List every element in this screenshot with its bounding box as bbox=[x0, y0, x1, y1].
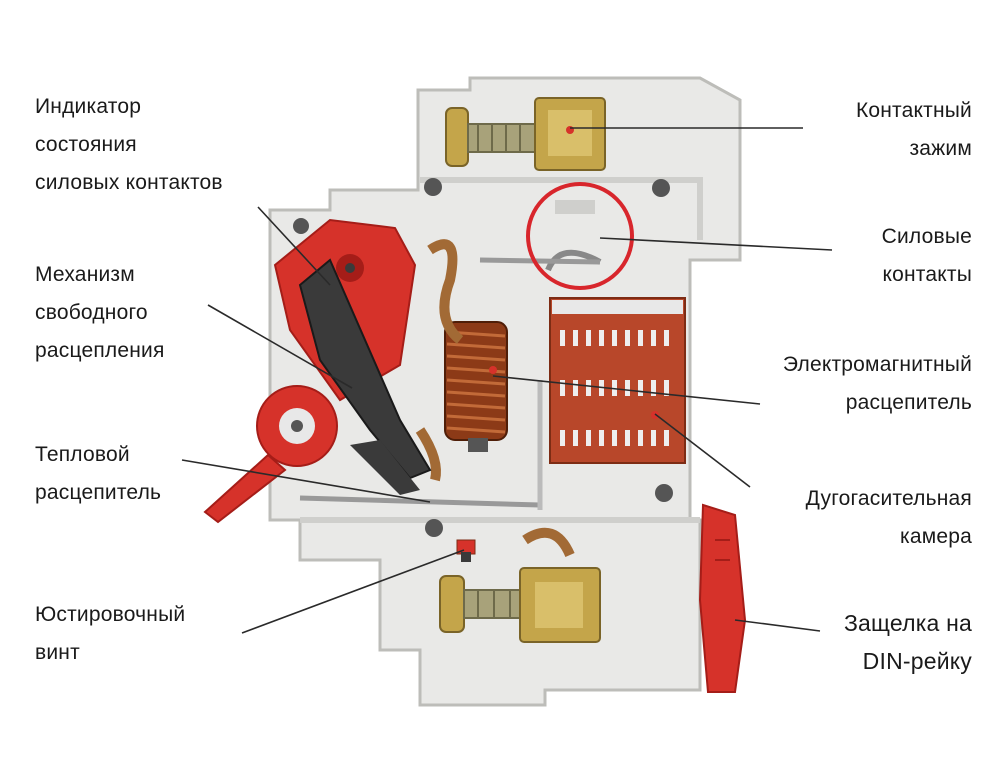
chamber-slot bbox=[586, 430, 591, 446]
top-contact-clamp bbox=[534, 97, 606, 171]
coil-turn bbox=[446, 390, 506, 398]
leader-free-release bbox=[207, 304, 353, 389]
leader-power-contacts bbox=[599, 237, 833, 251]
bottom-terminal-screw bbox=[439, 575, 525, 633]
chamber-slot bbox=[651, 430, 656, 446]
label-status-indicator: Индикатор состояния силовых контактов bbox=[35, 95, 223, 194]
leader-lines bbox=[181, 127, 833, 634]
coil-turn bbox=[446, 342, 506, 350]
leader-em-release bbox=[492, 375, 761, 405]
free-release-mechanism bbox=[298, 258, 432, 495]
chamber-slot bbox=[599, 330, 604, 346]
label-contact-clamp: Контактный зажим bbox=[855, 99, 972, 160]
leader-thermal-release bbox=[181, 459, 431, 503]
leader-din-latch bbox=[734, 619, 821, 632]
lower-red-handle bbox=[203, 385, 338, 524]
leader-arc-chamber bbox=[654, 413, 751, 488]
chamber-slot bbox=[638, 380, 643, 396]
label-power-contacts: Силовые контакты bbox=[881, 225, 972, 286]
chamber-slot bbox=[573, 380, 578, 396]
chamber-slot bbox=[664, 330, 669, 346]
chamber-slot bbox=[625, 330, 630, 346]
chamber-slot bbox=[573, 330, 578, 346]
label-thermal-release: Тепловой расцепитель bbox=[35, 443, 162, 504]
electromagnetic-coil bbox=[444, 321, 508, 452]
coil-turn bbox=[446, 402, 506, 410]
arc-extinguishing-chamber bbox=[549, 297, 686, 464]
chamber-slot bbox=[612, 430, 617, 446]
chamber-slot bbox=[586, 380, 591, 396]
power-contacts bbox=[479, 182, 634, 290]
coil-turn bbox=[446, 354, 506, 362]
chamber-slot bbox=[651, 330, 656, 346]
bottom-contact-clamp bbox=[519, 567, 601, 643]
chamber-slot bbox=[560, 380, 565, 396]
top-terminal-screw bbox=[445, 107, 539, 167]
chamber-slot bbox=[651, 380, 656, 396]
chamber-slot bbox=[599, 430, 604, 446]
coil-turn bbox=[446, 426, 506, 434]
coil-turn bbox=[446, 414, 506, 422]
chamber-slot bbox=[638, 330, 643, 346]
chamber-slot bbox=[664, 430, 669, 446]
label-din-latch: Защелка на DIN-рейку bbox=[843, 610, 972, 674]
chamber-slot bbox=[638, 430, 643, 446]
chamber-slot bbox=[560, 330, 565, 346]
thermal-release-bimetal bbox=[299, 380, 543, 510]
chamber-slot bbox=[586, 330, 591, 346]
leader-status-indicator bbox=[257, 206, 331, 286]
din-rail-latch bbox=[698, 503, 747, 693]
label-adjust-screw: Юстировочный винт bbox=[35, 603, 186, 664]
chamber-slot bbox=[625, 380, 630, 396]
chamber-slot bbox=[573, 430, 578, 446]
leader-adjust-screw bbox=[241, 549, 465, 634]
label-arc-chamber: Дугогасительная камера bbox=[805, 487, 972, 548]
chamber-slot bbox=[625, 430, 630, 446]
chamber-slot bbox=[612, 330, 617, 346]
label-em-release: Электромагнитный расцепитель bbox=[782, 353, 972, 414]
chamber-slot bbox=[560, 430, 565, 446]
label-free-release: Механизм свободного расцепления bbox=[35, 263, 165, 362]
braided-wires bbox=[415, 239, 575, 558]
coil-turn bbox=[446, 378, 506, 386]
chamber-slot bbox=[664, 380, 669, 396]
